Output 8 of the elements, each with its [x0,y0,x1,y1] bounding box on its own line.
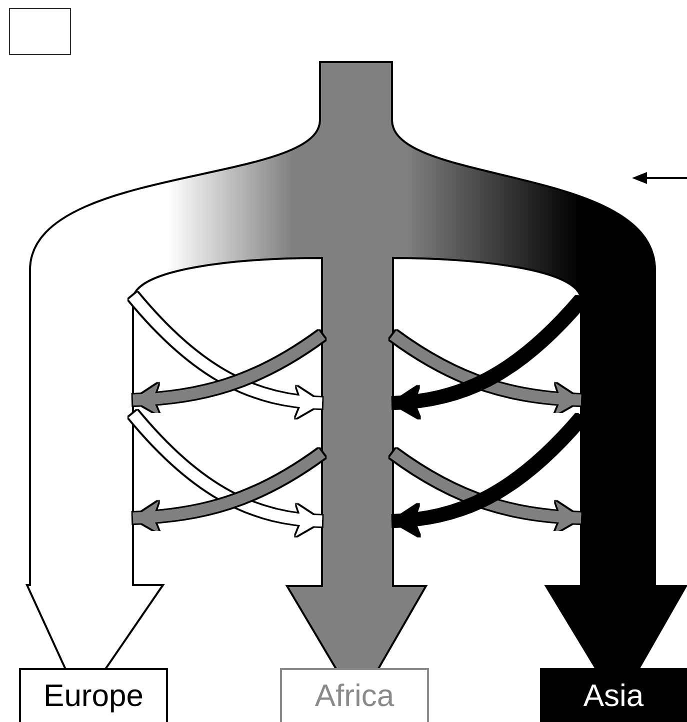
arrow [132,330,326,415]
empty-box [9,8,71,55]
arrow [132,448,326,533]
region-label: Europe [19,668,168,722]
arrow [390,448,582,533]
arrow [390,330,582,415]
region-label: Africa [280,668,429,722]
region-label: Asia [540,668,687,722]
